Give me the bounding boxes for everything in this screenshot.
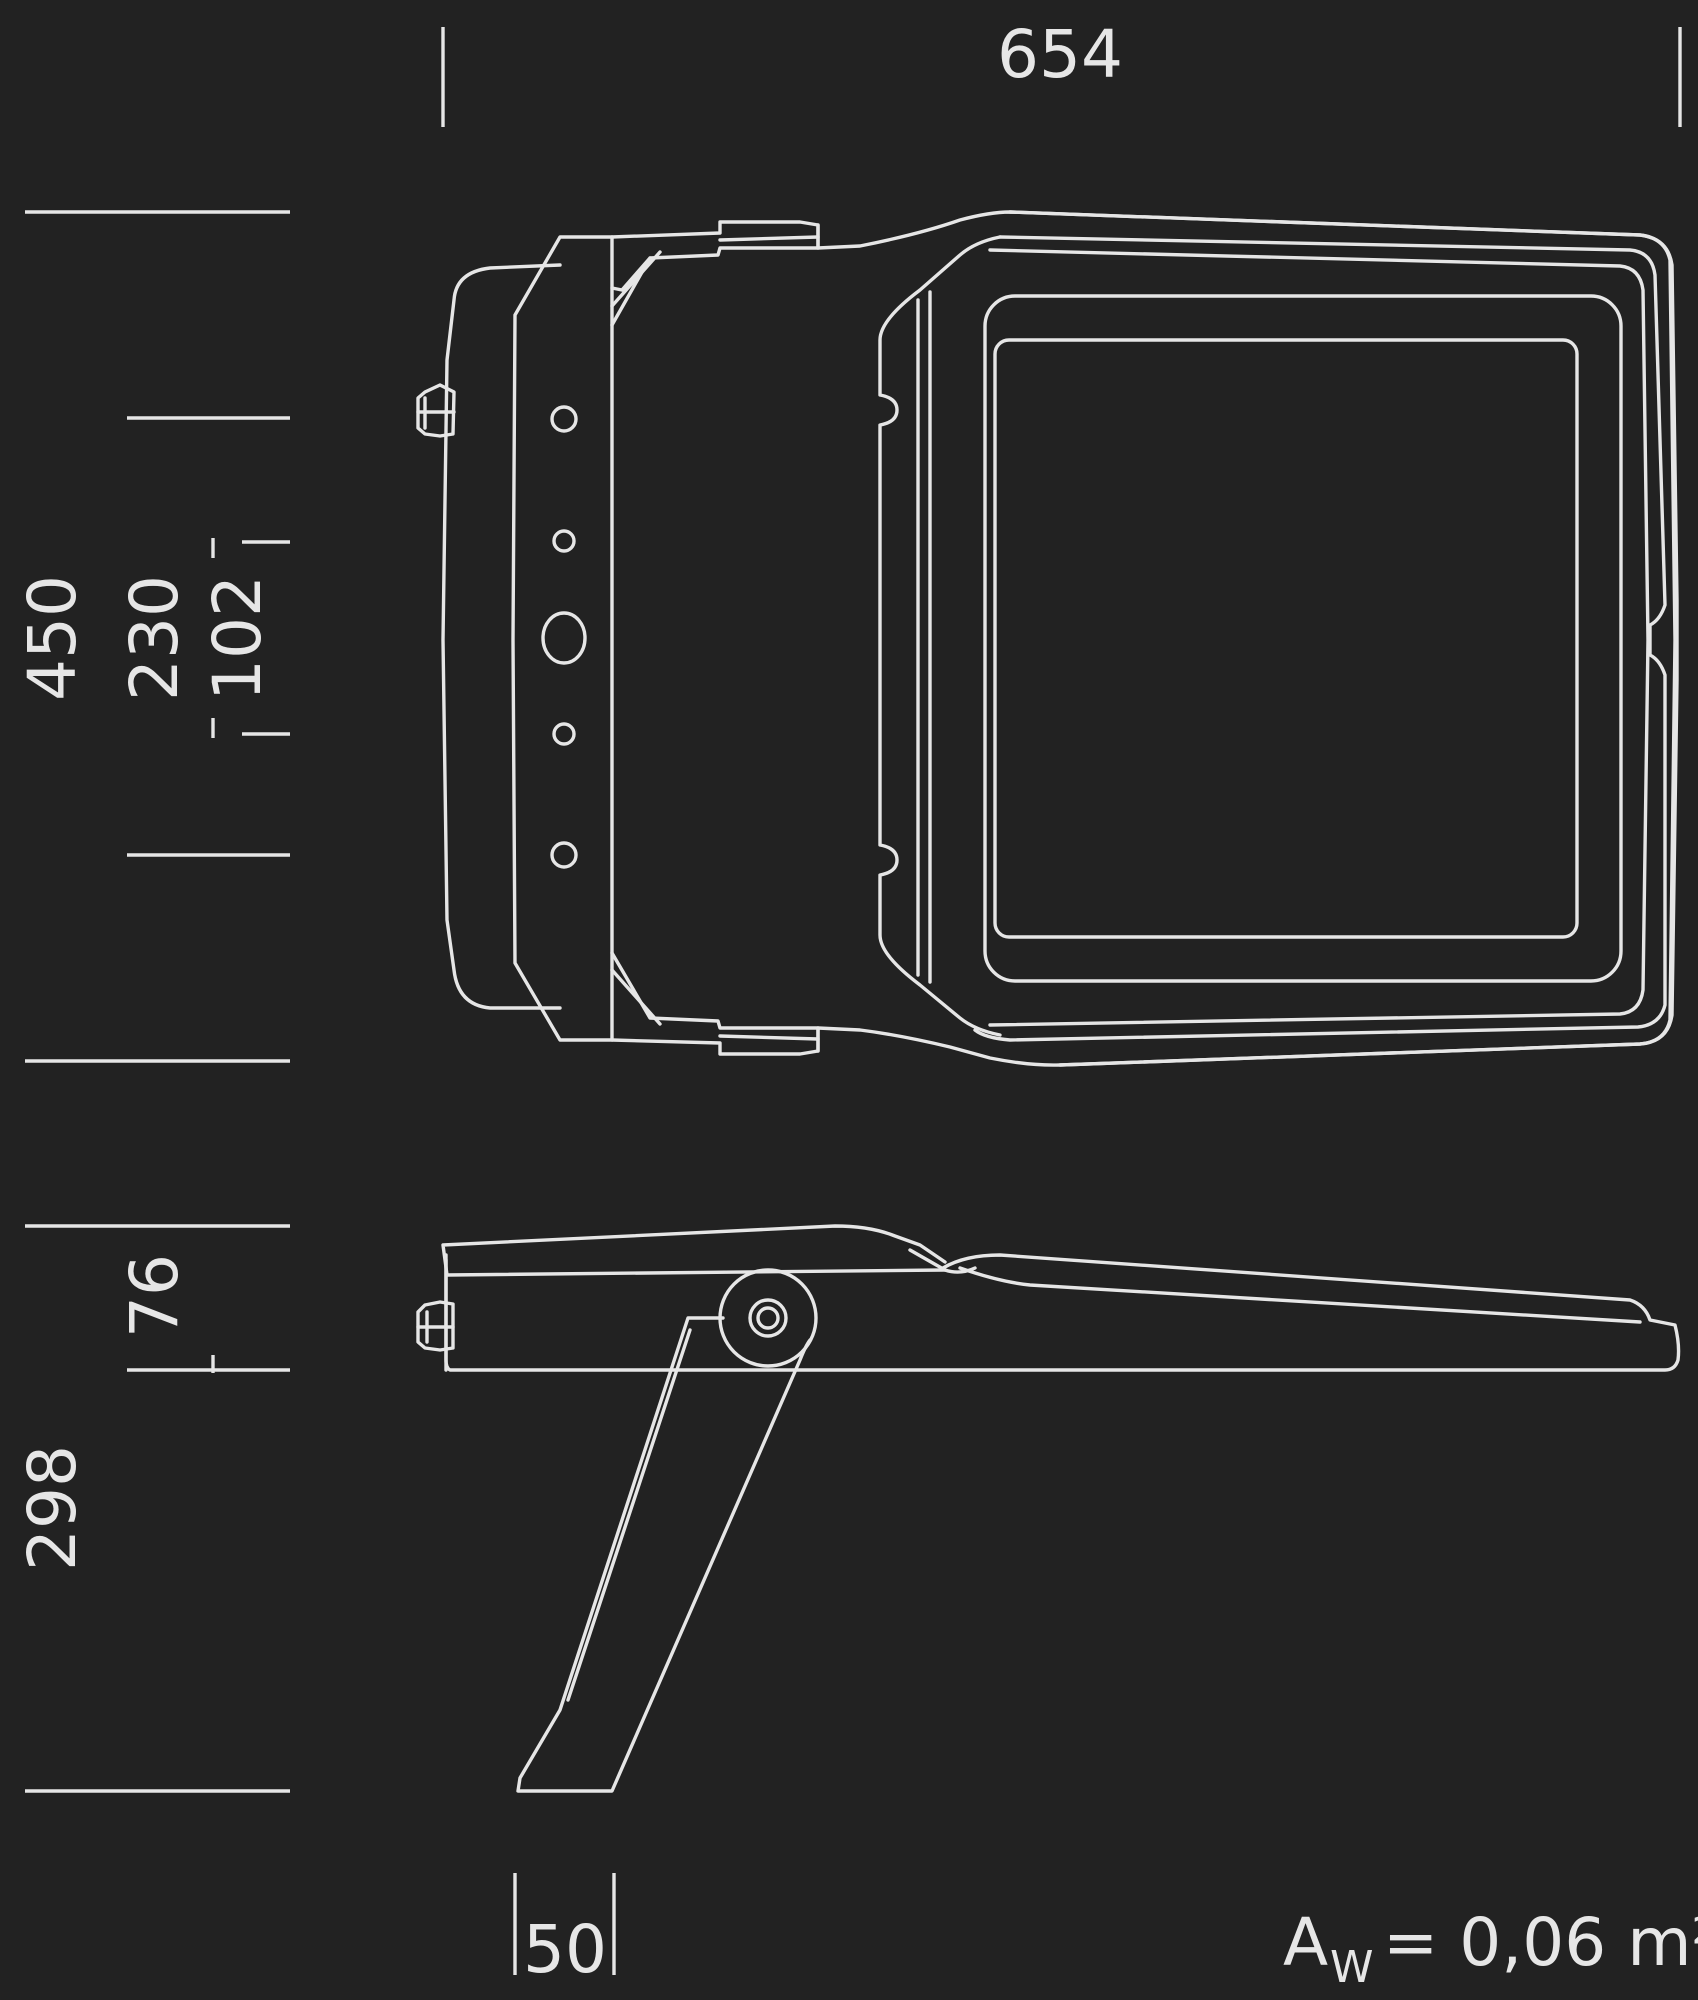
rear-cap [441,263,562,1010]
band-hole-2 [552,529,576,553]
side-view-floodlight [416,1224,1681,1793]
bracket-arm-top-line [718,235,820,242]
pivot-outer [718,1268,818,1368]
lens-glass [993,338,1579,939]
rear-bolt [416,383,456,438]
dim-label-298: 298 [14,1445,91,1571]
dim-label-76: 76 [116,1254,193,1338]
housing-body [878,235,1002,1037]
side-top-cover [441,1224,947,1277]
pivot-middle [748,1298,788,1338]
mounting-bracket-edge [566,1328,692,1702]
dim-label-654: 654 [997,16,1123,93]
top-view-floodlight [416,210,1679,1067]
dim-label-50: 50 [523,1911,607,1988]
band-hole-4 [550,841,578,869]
dimension-labels: 654 450 230 102 76 298 50 A W = 0,06 m² [14,16,1698,1993]
band-hole-1 [550,405,578,433]
area-label: A W = 0,06 m² [1283,1904,1698,1993]
lens-frame [983,294,1623,983]
area-value: = 0,06 m² [1383,1904,1698,1981]
area-subscript: W [1330,1942,1374,1993]
dimension-lines [25,27,1682,1975]
area-symbol: A [1283,1904,1328,1981]
housing-outer [1008,210,1679,1067]
bracket-arm-bottom-inner [610,968,662,1026]
housing-inner-2 [988,248,1650,1027]
band-hole-center [541,611,587,665]
dim-label-230: 230 [116,575,193,701]
dim-label-102: 102 [199,575,276,701]
band-hole-3 [552,722,576,746]
side-rear-bolt [416,1300,455,1352]
mounting-bracket-leg [516,1316,812,1793]
bracket-arm-bottom-line [718,1034,820,1041]
housing-neck [816,210,1677,1067]
dim-label-450: 450 [14,575,91,701]
clamp-band [511,235,614,1042]
side-housing [444,1253,1681,1372]
bracket-arm-top-inner [610,250,662,308]
side-housing-step [908,1248,977,1274]
pivot-inner [756,1306,780,1330]
housing-inner-1 [973,235,1667,1042]
